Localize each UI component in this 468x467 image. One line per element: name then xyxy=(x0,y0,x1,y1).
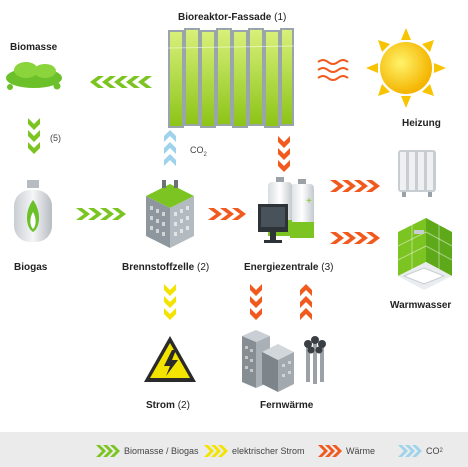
sun-icon xyxy=(366,28,446,108)
arrow-biogas-to-fuelcell xyxy=(76,208,126,220)
label-step-5: (5) xyxy=(50,133,61,143)
label-electricity-num: (2) xyxy=(177,400,190,411)
label-warm-water: Warmwasser xyxy=(390,300,452,311)
label-heating: Heizung xyxy=(402,118,441,129)
legend-orange-chevrons-icon xyxy=(318,445,342,457)
energy-center-icon: + xyxy=(258,177,314,243)
legend-label-heat: Wärme xyxy=(346,446,375,456)
label-fuel-cell-text: Brennstoffzelle xyxy=(122,262,195,273)
label-fuel-cell-num: (2) xyxy=(197,262,210,273)
legend-item-electricity: elektrischer Strom xyxy=(204,444,305,458)
legend-bar: Biomasse / Biogas elektrischer Strom Wär… xyxy=(0,432,468,467)
legend-label-co2: CO xyxy=(426,446,440,456)
fuel-cell-building-icon xyxy=(146,180,194,248)
legend-label-co2-sub: 2 xyxy=(439,448,443,454)
label-fassade-text: Bioreaktor-Fassade xyxy=(178,12,272,23)
co2-subscript: 2 xyxy=(203,151,207,158)
label-fassade-num: (1) xyxy=(274,12,287,23)
radiator-icon xyxy=(398,150,436,197)
biomass-icon xyxy=(6,62,62,90)
diagram-canvas: + xyxy=(6,28,453,392)
label-electricity: Strom (2) xyxy=(146,400,190,411)
arrow-energy-to-district xyxy=(250,284,262,320)
label-district-heat: Fernwärme xyxy=(260,400,314,411)
arrow-facade-to-energy xyxy=(278,136,290,172)
svg-text:+: + xyxy=(306,196,312,207)
legend-label-electricity: elektrischer Strom xyxy=(232,446,305,456)
label-fuel-cell: Brennstoffzelle (2) xyxy=(122,262,209,273)
label-electricity-text: Strom xyxy=(146,400,175,411)
arrow-fuelcell-to-energy xyxy=(208,208,246,220)
biogas-tank-icon xyxy=(14,180,52,242)
label-bioreactor-facade: Bioreaktor-Fassade (1) xyxy=(178,12,286,23)
arrow-co2-to-facade xyxy=(164,130,176,166)
legend-label-biomass: Biomasse / Biogas xyxy=(124,446,199,456)
legend-item-biomass: Biomasse / Biogas xyxy=(96,444,199,458)
label-energy-center-num: (3) xyxy=(321,262,334,273)
label-co2-arrow: CO2 xyxy=(190,145,207,158)
arrow-energy-to-heating xyxy=(330,180,380,192)
district-heating-pipes-icon xyxy=(304,336,326,384)
shower-icon xyxy=(397,218,453,290)
legend-yellow-chevrons-icon xyxy=(204,445,228,457)
label-energy-center-text: Energiezentrale xyxy=(244,262,319,273)
co2-text: CO xyxy=(190,145,204,155)
bioreactor-facade-icon xyxy=(167,28,295,128)
label-biogas: Biogas xyxy=(14,262,48,273)
arrow-district-to-energy xyxy=(300,284,312,320)
arrow-energy-to-warmwater xyxy=(330,232,380,244)
arrow-fuelcell-to-electricity xyxy=(164,284,176,320)
legend-blue-chevrons-icon xyxy=(398,445,422,457)
label-energy-center: Energiezentrale (3) xyxy=(244,262,334,273)
legend-item-heat: Wärme xyxy=(318,444,375,458)
arrow-facade-to-biomass xyxy=(90,76,152,88)
sunlight-waves-icon xyxy=(317,59,349,81)
legend-green-chevrons-icon xyxy=(96,445,120,457)
electricity-warning-icon xyxy=(144,336,196,382)
arrow-biomass-to-biogas xyxy=(28,118,40,154)
city-buildings-icon xyxy=(242,330,294,392)
label-biomass: Biomasse xyxy=(10,42,58,53)
